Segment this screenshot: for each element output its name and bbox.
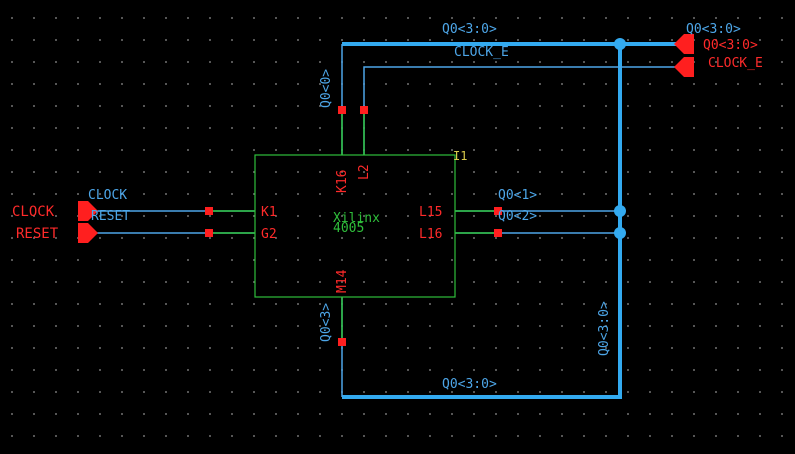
pin-label-k1: K1: [261, 205, 277, 220]
pin-label-g2: G2: [261, 227, 277, 242]
port-label-q0: Q0<3:0>: [703, 38, 758, 53]
net-label-clock-e: CLOCK_E: [454, 45, 509, 60]
net-label-q0-3: Q0<3>: [319, 303, 334, 342]
port-clock-input[interactable]: [78, 201, 98, 221]
pin-terminals: [205, 106, 502, 346]
port-reset-input[interactable]: [78, 223, 98, 243]
net-label-q0-bus-bottom: Q0<3:0>: [442, 377, 497, 392]
port-q0-output[interactable]: [674, 34, 694, 54]
net-label-clock: CLOCK: [88, 188, 127, 203]
net-label-q0-bus-right: Q0<3:0>: [597, 301, 612, 356]
pin-label-k16: K16: [335, 170, 350, 193]
net-label-q0-2: Q0<2>: [498, 209, 537, 224]
pin-label-l16: L16: [419, 227, 442, 242]
pin-label-m14: M14: [335, 269, 350, 293]
port-clock-e-output[interactable]: [674, 57, 694, 77]
net-label-q0-bus-top: Q0<3:0>: [442, 22, 497, 37]
component-name-line2: 4005: [333, 221, 364, 236]
junctions: [614, 38, 626, 239]
port-label-clock: CLOCK: [12, 204, 55, 220]
pin-stubs: [210, 110, 498, 342]
wires[interactable]: [97, 44, 680, 397]
port-label-reset: RESET: [16, 226, 59, 242]
xilinx-4005-component[interactable]: [254, 154, 456, 298]
net-label-reset: RESET: [91, 209, 130, 224]
pin-label-l15: L15: [419, 205, 442, 220]
instance-label: I1: [453, 149, 467, 163]
net-label-q0-0: Q0<0>: [319, 69, 334, 108]
wire-clock-e: [363, 66, 680, 155]
pin-label-l2: L2: [357, 164, 372, 180]
component-name-line1: Xilinx: [333, 211, 380, 226]
net-label-q0-bus-topright: Q0<3:0>: [686, 22, 741, 37]
port-label-clock-e: CLOCK_E: [708, 56, 763, 71]
net-label-q0-1: Q0<1>: [498, 188, 537, 203]
